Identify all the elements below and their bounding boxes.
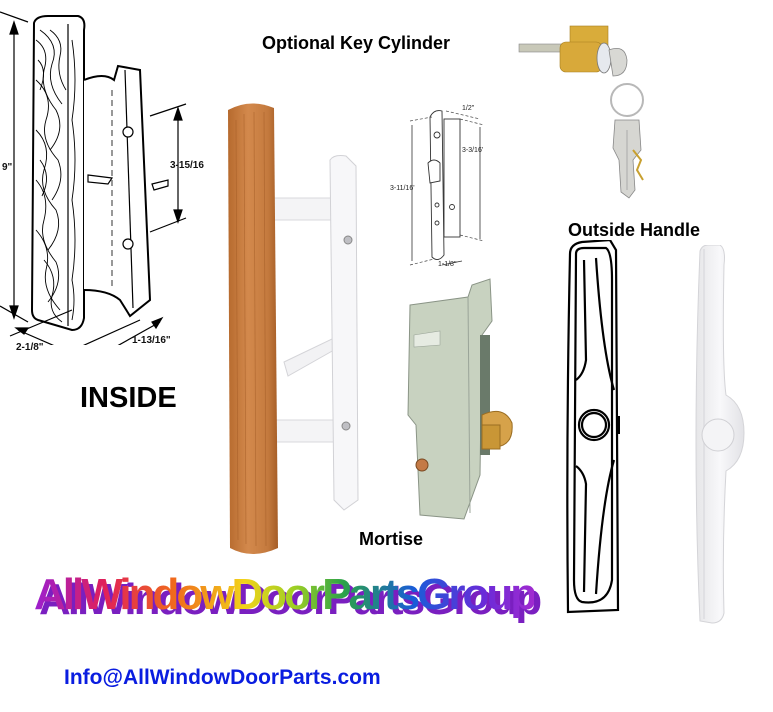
outside-handle-diagram (562, 238, 632, 625)
optional-key-cylinder-label: Optional Key Cylinder (262, 33, 451, 53)
mortise-photo (400, 275, 520, 525)
inside-handle-drawing-icon (0, 11, 187, 357)
mortise-diagram: 1/2" 3-11/16' 3-3/16' 1-1/8" (390, 105, 500, 280)
outside-handle-photo (678, 244, 748, 625)
height-dimension: 9" (2, 162, 13, 173)
mortise-label: Mortise (359, 529, 424, 549)
inside-handle-diagram: 9" 3-15/16 2-1/8" 1-13/16" (0, 0, 220, 357)
mortise-lock-icon (407, 278, 513, 520)
inside-handle-photo (222, 100, 372, 555)
outside-handle-drawing-icon (566, 238, 620, 614)
logo-shadow: AllWindowDoorPartsGroup (39, 575, 542, 625)
width-dimension: 2-1/8" (16, 342, 44, 353)
brand-logo: AllWindowDoorPartsGroup (34, 570, 537, 619)
mortise-top-dimension: 1/2" (462, 105, 475, 112)
outside-handle-label: Outside Handle (568, 220, 701, 240)
depth-dimension: 1-13/16" (132, 335, 171, 346)
contact-email-link[interactable]: Info@AllWindowDoorParts.com (64, 666, 381, 689)
inside-label: INSIDE (80, 382, 177, 414)
mortise-right-dimension: 3-3/16' (462, 147, 484, 154)
outside-handle-icon (695, 244, 745, 624)
key-cylinder-icon (518, 25, 644, 199)
mortise-left-dimension: 3-11/16' (390, 185, 415, 192)
mortise-bottom-dimension: 1-1/8" (438, 261, 457, 268)
hole-spacing-dimension: 3-15/16 (170, 160, 204, 171)
key-cylinder-image (515, 20, 675, 200)
wood-handle-icon (228, 103, 359, 555)
mortise-drawing-icon (409, 110, 485, 266)
